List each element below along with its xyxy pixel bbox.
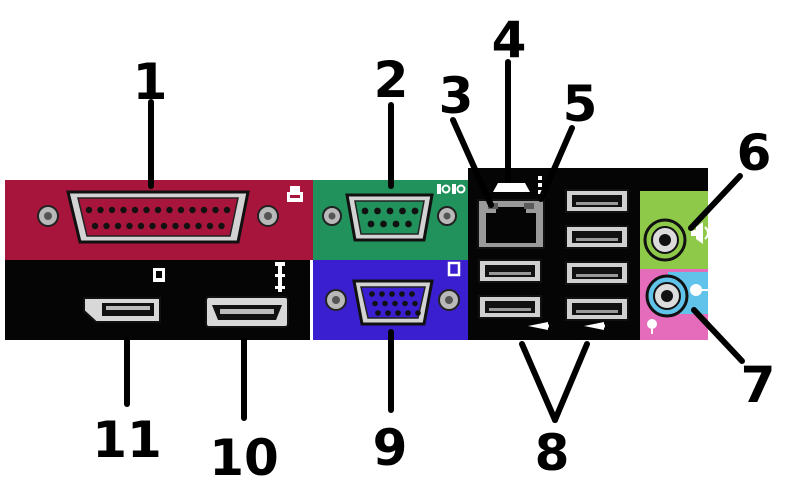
pin <box>389 291 395 297</box>
pin <box>143 206 150 214</box>
label-5: 5 <box>563 75 598 133</box>
pin <box>409 291 415 297</box>
label-2: 2 <box>374 51 409 109</box>
audio-panel <box>640 191 712 340</box>
pin <box>382 300 388 307</box>
label-4: 4 <box>492 11 527 69</box>
pin <box>97 206 104 214</box>
pin <box>223 206 231 214</box>
pin <box>392 220 400 228</box>
pin <box>85 206 93 214</box>
pin <box>177 206 185 214</box>
pin <box>195 222 202 230</box>
usb-ports-left <box>478 259 542 319</box>
printer-icon <box>287 186 303 202</box>
usb-port <box>565 261 629 285</box>
pin <box>206 222 214 230</box>
esata-icon <box>275 262 285 292</box>
label-9: 9 <box>373 419 408 477</box>
pin <box>120 206 127 214</box>
pin <box>386 207 394 215</box>
pin <box>411 207 419 215</box>
pin <box>200 206 208 214</box>
label-8: 8 <box>535 424 570 482</box>
usb-port <box>565 225 629 249</box>
pin <box>108 206 116 214</box>
pin <box>103 222 110 230</box>
pin <box>375 310 381 316</box>
vga-port-panel <box>313 260 468 340</box>
pin <box>412 300 418 307</box>
pin <box>399 291 405 297</box>
pin <box>399 207 406 215</box>
label-6: 6 <box>737 124 772 182</box>
pin <box>131 206 139 214</box>
pin <box>91 222 99 230</box>
pin <box>395 310 401 316</box>
pin <box>361 207 369 215</box>
headphone-icon <box>691 222 709 244</box>
line-in-connector <box>645 274 689 318</box>
pin <box>380 220 387 228</box>
pin <box>218 222 225 230</box>
network-port <box>477 176 545 249</box>
line-in-icon <box>690 284 712 296</box>
label-10: 10 <box>209 429 279 487</box>
leader-lines <box>124 59 745 423</box>
pin <box>372 300 378 307</box>
serial-1010-icon <box>437 184 466 194</box>
usb-icon <box>528 322 605 330</box>
pin <box>137 222 145 230</box>
pin <box>379 291 385 297</box>
usb-port <box>565 297 629 321</box>
monitor-icon <box>447 261 461 277</box>
pin <box>374 207 381 215</box>
displayport-port <box>83 268 165 323</box>
pin <box>183 222 191 230</box>
pin <box>369 291 375 297</box>
network-activity-light <box>524 203 534 209</box>
pin <box>367 220 375 228</box>
pin <box>405 310 411 316</box>
displayport-icon <box>153 268 165 282</box>
label-11: 11 <box>92 411 162 469</box>
pin <box>149 222 156 230</box>
pin <box>172 222 179 230</box>
line-out-connector <box>643 218 687 262</box>
pin <box>212 206 219 214</box>
pin <box>166 206 173 214</box>
usb-port <box>478 259 542 283</box>
pin <box>126 222 133 230</box>
label-3: 3 <box>439 67 474 125</box>
pin <box>392 300 398 307</box>
usb-ports-right <box>565 189 629 321</box>
parallel-port-panel <box>5 180 313 260</box>
pin <box>415 310 421 316</box>
usb-port <box>565 189 629 213</box>
esata-port <box>205 262 289 328</box>
pin <box>402 300 408 307</box>
network-icon <box>493 176 542 194</box>
pin <box>385 310 391 316</box>
usb-port <box>478 295 542 319</box>
pin <box>114 222 122 230</box>
serial-port-panel <box>313 180 468 260</box>
pin <box>160 222 168 230</box>
microphone-icon <box>647 319 657 334</box>
pin <box>189 206 196 214</box>
pin <box>154 206 162 214</box>
label-7: 7 <box>741 356 776 414</box>
label-1: 1 <box>133 53 168 111</box>
pin <box>405 220 412 228</box>
